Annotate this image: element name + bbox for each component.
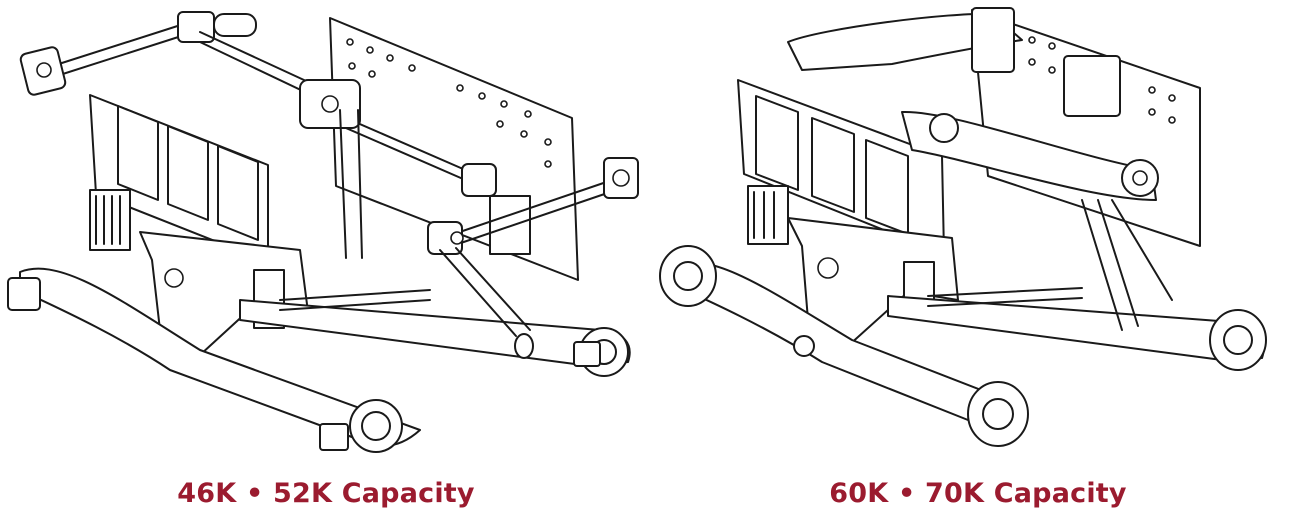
product-panel-46k-52k: 46K • 52K Capacity (7, 11, 639, 509)
equalizing-beam-right (239, 299, 631, 367)
center-crossmember (139, 231, 309, 356)
a-frame-bracket (971, 7, 1015, 73)
pivot-pin (213, 13, 257, 37)
center-crossmember (787, 217, 959, 347)
capacity-caption-46k-52k: 46K • 52K Capacity (177, 478, 475, 509)
suspension-drawing-60k-70k (659, 7, 1267, 447)
capacity-caption-60k-70k: 60K • 70K Capacity (829, 478, 1127, 509)
rod-end-top (177, 11, 215, 43)
plate-holes (346, 38, 552, 168)
axle-end-left (7, 277, 41, 311)
rubber-spring-right (489, 195, 531, 255)
center-bore (164, 268, 184, 288)
suspension-drawing-46k-52k (7, 11, 639, 453)
plate-holes (1028, 36, 1176, 124)
center-bore (817, 257, 839, 279)
product-panel-60k-70k: 60K • 70K Capacity (652, 0, 1304, 514)
